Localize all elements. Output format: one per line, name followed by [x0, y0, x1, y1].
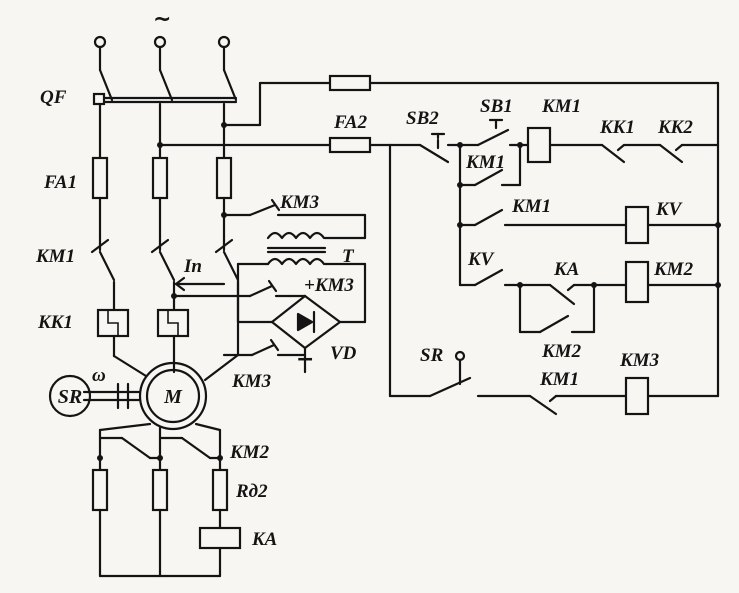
label-ka-rotor: KA [251, 529, 277, 550]
breaker-qf [92, 68, 238, 160]
label-current: Iп [183, 256, 202, 277]
supply-terminals: ~ [93, 7, 231, 72]
label-sb1: SB1 [480, 96, 513, 117]
label-rd2: Rд2 [235, 481, 268, 502]
label-kv-coil: KV [655, 199, 683, 220]
label-kv-contact: KV [467, 249, 495, 270]
ac-supply-symbol: ~ [153, 7, 171, 32]
control-circuit [388, 118, 721, 416]
label-fa1: FA1 [43, 172, 77, 193]
rectifier-vd [270, 294, 342, 374]
label-ka-contact: KA [553, 259, 579, 280]
label-t: T [342, 246, 355, 267]
label-km3-top: KM3 [279, 192, 319, 213]
label-sr-contact: SR [420, 345, 443, 366]
label-fa2: FA2 [333, 112, 368, 133]
label-omega: ω [92, 365, 106, 386]
fuses-fa1 [91, 156, 233, 238]
current-arrow [174, 276, 226, 292]
km3-contact-upper [221, 198, 367, 240]
label-km1-hold: KM1 [465, 152, 505, 173]
label-sb2: SB2 [406, 108, 439, 129]
label-kk2-contact: KK2 [657, 117, 693, 138]
motor-m: M SR [48, 361, 208, 431]
label-kk1: KK1 [37, 312, 73, 333]
thermal-relay-kk1 [96, 308, 240, 382]
label-km1-kv: KM1 [511, 196, 551, 217]
label-km3-mid: +KM3 [304, 275, 354, 296]
label-km1-coil: KM1 [541, 96, 581, 117]
km1-main-contacts [90, 234, 240, 312]
label-qf: QF [40, 87, 67, 108]
label-km2-rotor: KM2 [229, 442, 270, 463]
label-km3-low: KM3 [231, 371, 271, 392]
label-km2-coil: KM2 [653, 259, 694, 280]
label-kk1-contact: KK1 [599, 117, 635, 138]
control-supply-wires [157, 74, 720, 398]
km3-contact-lower [222, 294, 307, 357]
rotor-circuit [91, 422, 242, 578]
minus-sign: − [296, 347, 314, 372]
label-vd: VD [330, 343, 357, 364]
label-km2-contact: KM2 [541, 341, 582, 362]
label-motor: M [163, 386, 183, 408]
label-sr-gen: SR [58, 386, 82, 408]
label-km1-power: KM1 [35, 246, 75, 267]
label-km3-coil: KM3 [619, 350, 659, 371]
label-km1-km3: KM1 [539, 369, 579, 390]
